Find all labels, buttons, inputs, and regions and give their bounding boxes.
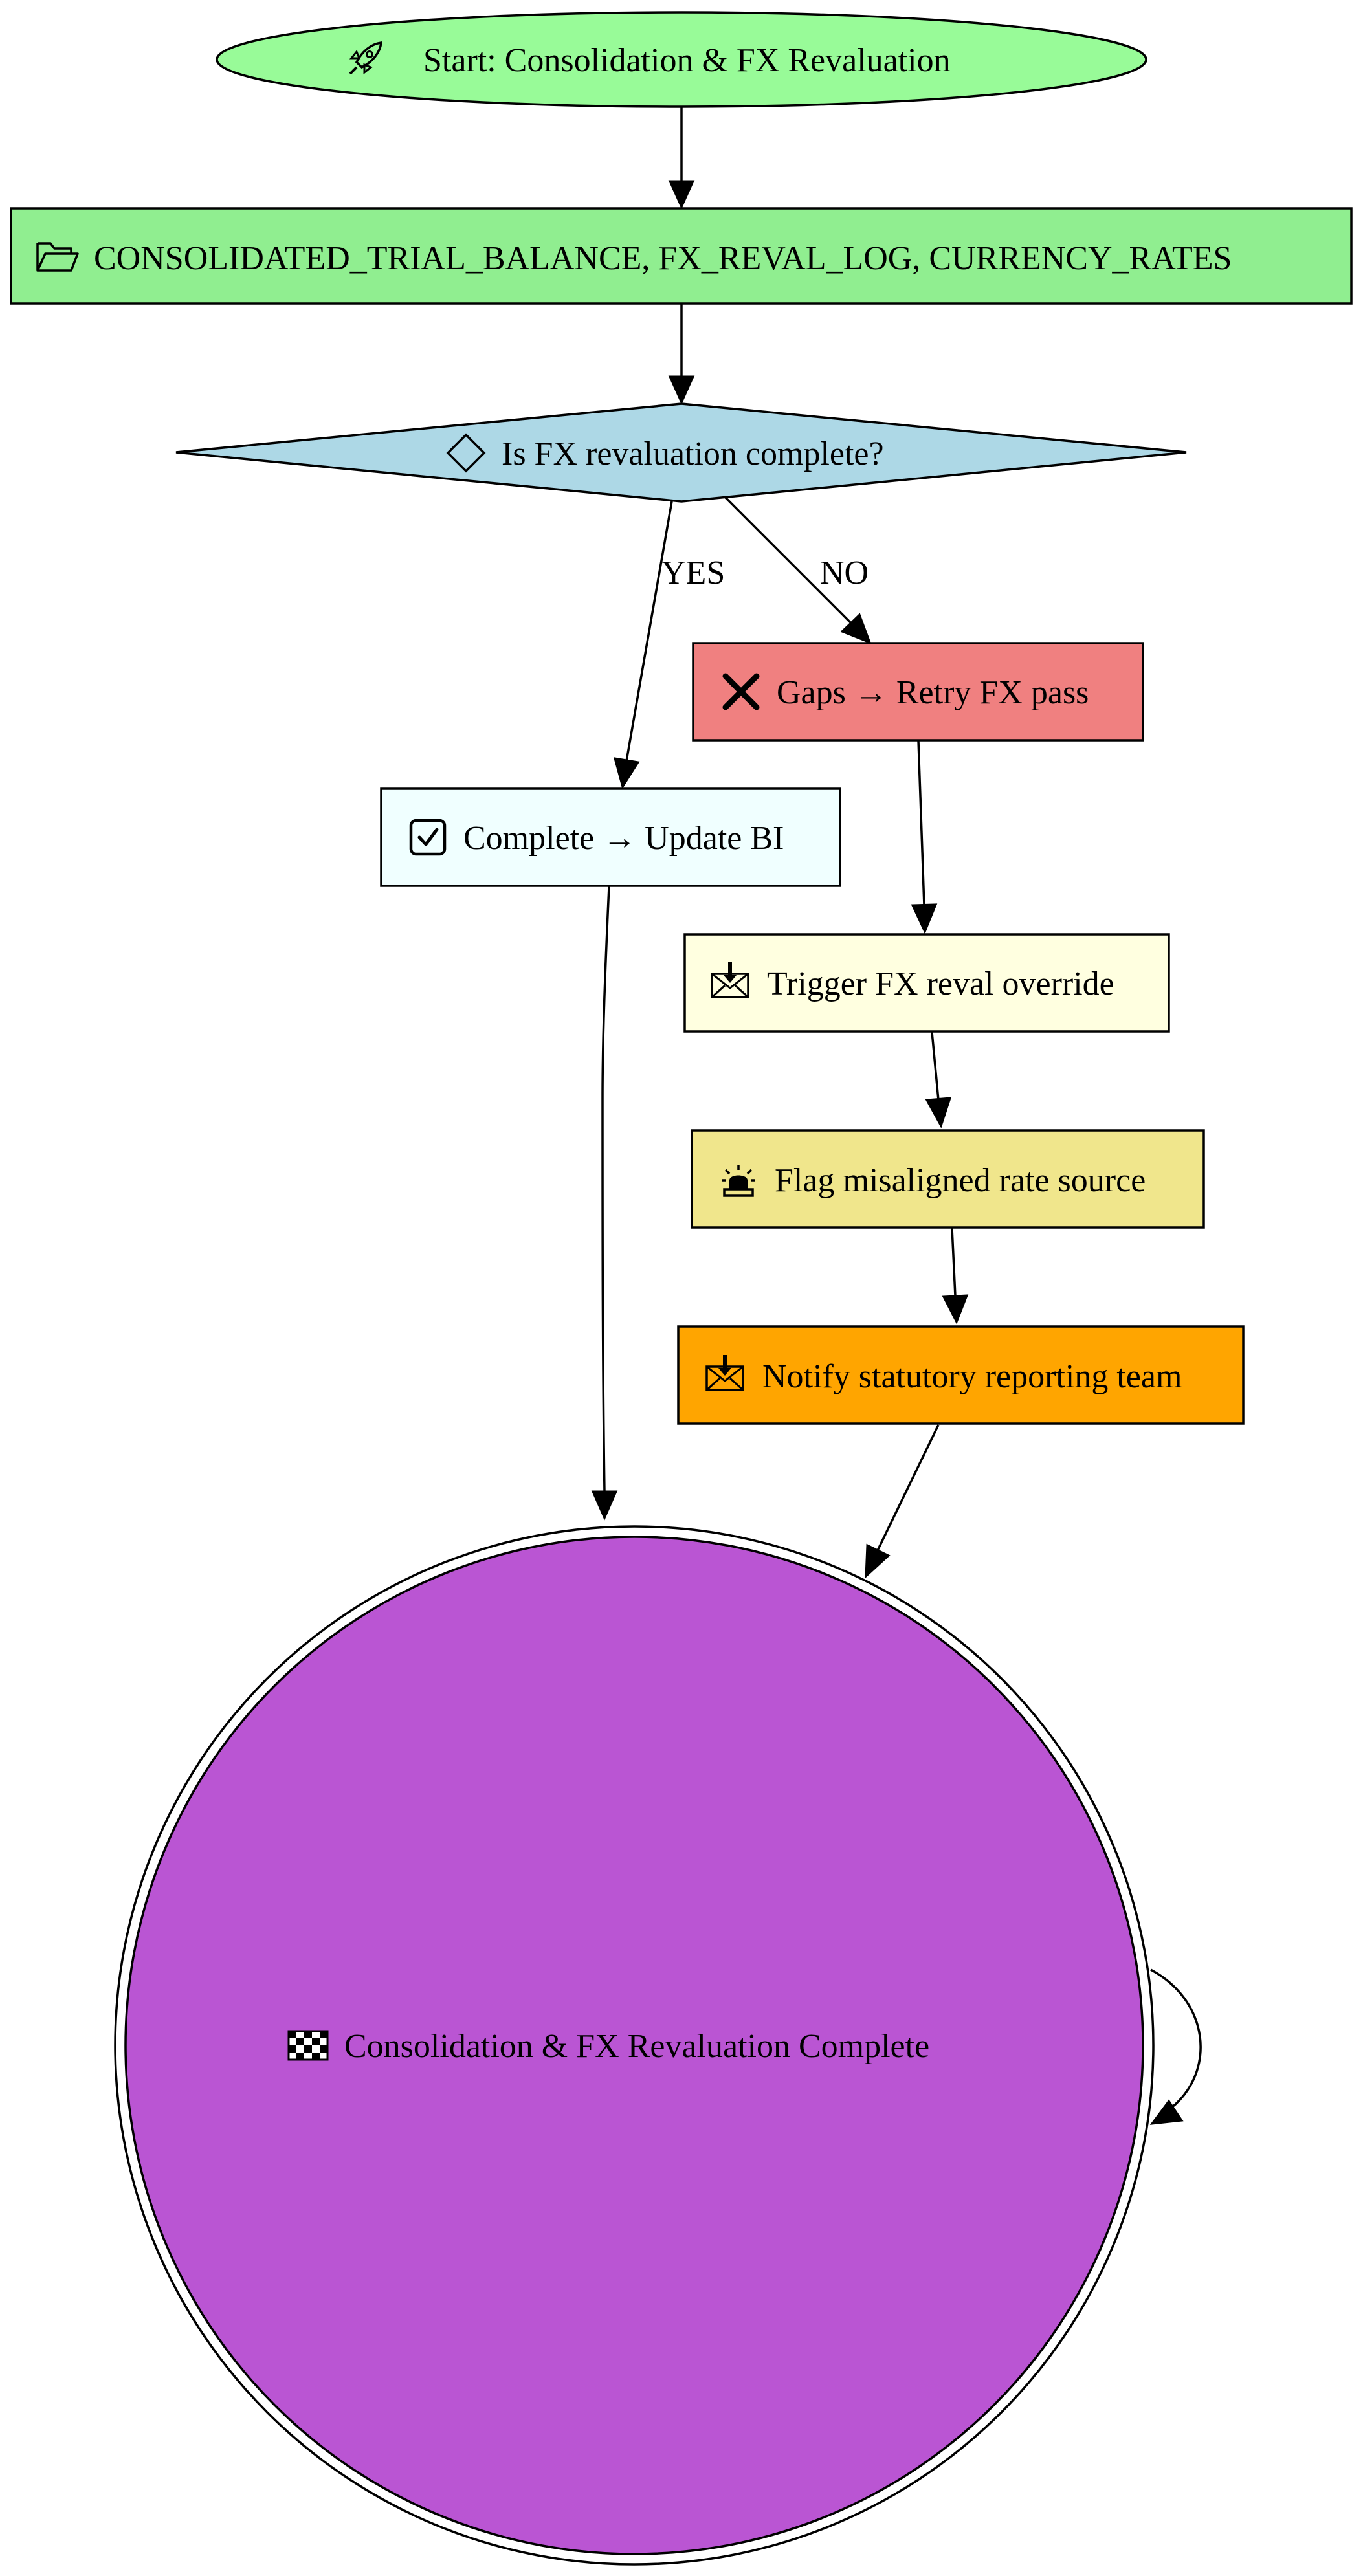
start-node[interactable]: Start: Consolidation & FX Revaluation — [216, 11, 1147, 108]
fx-override-node-shape — [683, 933, 1170, 1033]
update-bi-node-label: Complete → Update BI — [463, 820, 784, 857]
edge-complete-to-end — [601, 886, 610, 1492]
start-node-label: Start: Consolidation & FX Revaluation — [423, 42, 951, 79]
arrowhead — [613, 757, 640, 789]
arrowhead — [840, 613, 872, 644]
arrowhead — [911, 903, 938, 934]
envelope-download-icon — [705, 1355, 744, 1391]
end-node-label: Consolidation & FX Revaluation Complete — [344, 2028, 929, 2065]
flag-rate-source-node[interactable]: Flag misaligned rate source — [691, 1129, 1205, 1229]
edge-decision-to-complete — [625, 501, 673, 762]
decision-node-shape — [175, 402, 1187, 503]
edge-label-no: NO — [820, 555, 869, 591]
arrowhead — [865, 1543, 891, 1579]
arrowhead — [591, 1490, 618, 1521]
data-sources-node-shape — [10, 207, 1353, 305]
retry-fx-node[interactable]: Gaps → Retry FX pass — [692, 642, 1144, 742]
flag-rate-source-node-label: Flag misaligned rate source — [775, 1162, 1146, 1199]
checkered-flag-icon — [287, 2030, 329, 2061]
notify-team-node[interactable]: Notify statutory reporting team — [677, 1325, 1245, 1425]
retry-fx-node-shape — [692, 642, 1144, 742]
rocket-icon — [349, 41, 383, 75]
edges: YES NO — [591, 107, 1202, 2125]
folder-icon — [36, 242, 79, 272]
checkbox-icon — [409, 819, 447, 856]
siren-icon — [722, 1165, 755, 1197]
edge-gaps-to-override — [917, 740, 925, 907]
retry-fx-node-label: Gaps → Retry FX pass — [777, 674, 1089, 711]
data-sources-node[interactable]: CONSOLIDATED_TRIAL_BALANCE, FX_REVAL_LOG… — [10, 207, 1353, 305]
edge-decision-to-gaps — [724, 496, 852, 624]
end-node-outer-ring — [114, 1525, 1155, 2566]
edge-end-self-loop — [1150, 1968, 1202, 2116]
end-node-shape — [124, 1536, 1144, 2555]
diamond-icon — [446, 433, 486, 473]
decision-node[interactable]: Is FX revaluation complete? — [175, 402, 1187, 503]
envelope-download-icon — [711, 962, 749, 998]
edge-override-to-flag — [931, 1031, 940, 1101]
start-node-shape — [216, 11, 1147, 108]
update-bi-node[interactable]: Complete → Update BI — [380, 787, 841, 887]
fx-override-node[interactable]: Trigger FX reval override — [683, 933, 1170, 1033]
arrowhead — [668, 180, 695, 210]
fx-override-node-label: Trigger FX reval override — [767, 965, 1114, 1002]
decision-node-label: Is FX revaluation complete? — [502, 435, 884, 472]
edge-label-yes: YES — [661, 555, 725, 591]
arrowhead — [1149, 2099, 1184, 2125]
edge-flag-to-notify — [951, 1227, 957, 1297]
edge-notify-to-end — [876, 1424, 940, 1551]
arrowhead — [668, 375, 695, 405]
arrowhead — [942, 1294, 969, 1325]
notify-team-node-label: Notify statutory reporting team — [762, 1358, 1182, 1395]
notify-team-node-shape — [677, 1325, 1245, 1425]
update-bi-node-shape — [380, 787, 841, 887]
flag-rate-source-node-shape — [691, 1129, 1205, 1229]
data-sources-node-label: CONSOLIDATED_TRIAL_BALANCE, FX_REVAL_LOG… — [94, 240, 1232, 277]
cross-icon — [722, 673, 760, 710]
arrowhead — [925, 1097, 952, 1128]
end-node[interactable]: Consolidation & FX Revaluation Complete — [114, 1525, 1155, 2566]
